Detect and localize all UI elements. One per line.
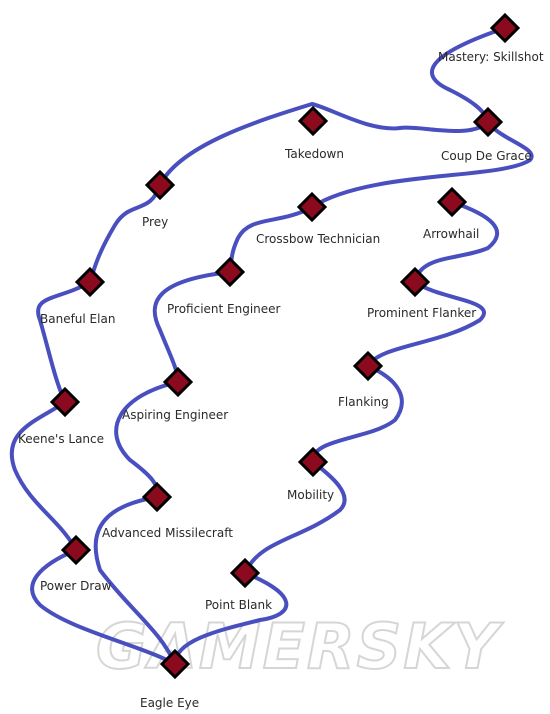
- node-diamond-icon: [297, 446, 329, 478]
- route-middle-branch: [93, 120, 534, 666]
- node-flanking[interactable]: Flanking: [338, 350, 389, 409]
- node-label: Point Blank: [205, 598, 272, 612]
- node-diamond-icon: [296, 191, 328, 223]
- node-arrowhail[interactable]: Arrowhail: [423, 186, 479, 241]
- watermark-text: GAMERSKY: [96, 610, 504, 683]
- node-proficient-engineer[interactable]: Proficient Engineer: [167, 256, 281, 316]
- node-diamond-icon: [297, 105, 329, 137]
- node-label: Advanced Missilecraft: [102, 526, 233, 540]
- node-mobility[interactable]: Mobility: [287, 446, 334, 502]
- node-diamond-icon: [399, 266, 431, 298]
- node-power-draw[interactable]: Power Draw: [40, 534, 112, 593]
- node-label: Crossbow Technician: [256, 232, 380, 246]
- node-coup-de-grace[interactable]: Coup De Grace: [441, 106, 532, 163]
- node-crossbow-technician[interactable]: Crossbow Technician: [256, 191, 380, 246]
- node-label: Eagle Eye: [140, 696, 199, 710]
- node-label: Flanking: [338, 395, 389, 409]
- node-label: Mastery: Skillshot: [438, 50, 544, 64]
- node-prominent-flanker[interactable]: Prominent Flanker: [367, 266, 476, 320]
- node-label: Prominent Flanker: [367, 306, 476, 320]
- node-diamond-icon: [162, 366, 194, 398]
- route-left-branch: [9, 102, 490, 666]
- node-label: Aspiring Engineer: [122, 408, 228, 422]
- node-aspiring-engineer[interactable]: Aspiring Engineer: [122, 366, 228, 422]
- node-prey[interactable]: Prey: [142, 169, 176, 229]
- node-diamond-icon: [74, 266, 106, 298]
- node-diamond-icon: [436, 186, 468, 218]
- node-takedown[interactable]: Takedown: [284, 105, 344, 161]
- node-label: Mobility: [287, 488, 334, 502]
- node-label: Keene's Lance: [18, 432, 104, 446]
- node-advanced-missilecraft[interactable]: Advanced Missilecraft: [102, 481, 233, 540]
- route-right-branch: [173, 26, 507, 666]
- node-diamond-icon: [159, 648, 191, 680]
- node-eagle-eye[interactable]: Eagle Eye: [140, 648, 199, 710]
- node-label: Baneful Elan: [40, 312, 115, 326]
- node-point-blank[interactable]: Point Blank: [205, 557, 272, 612]
- node-diamond-icon: [144, 169, 176, 201]
- node-diamond-icon: [49, 386, 81, 418]
- node-label: Proficient Engineer: [167, 302, 281, 316]
- node-mastery-skillshot[interactable]: Mastery: Skillshot: [438, 12, 544, 64]
- node-keenes-lance[interactable]: Keene's Lance: [18, 386, 104, 446]
- node-diamond-icon: [229, 557, 261, 589]
- node-label: Prey: [142, 215, 168, 229]
- node-label: Takedown: [284, 147, 344, 161]
- node-label: Power Draw: [40, 579, 112, 593]
- node-diamond-icon: [352, 350, 384, 382]
- node-label: Arrowhail: [423, 227, 479, 241]
- node-label: Coup De Grace: [441, 149, 532, 163]
- node-diamond-icon: [141, 481, 173, 513]
- node-diamond-icon: [214, 256, 246, 288]
- node-diamond-icon: [472, 106, 504, 138]
- node-diamond-icon: [60, 534, 92, 566]
- node-diamond-icon: [489, 12, 521, 44]
- node-baneful-elan[interactable]: Baneful Elan: [40, 266, 115, 326]
